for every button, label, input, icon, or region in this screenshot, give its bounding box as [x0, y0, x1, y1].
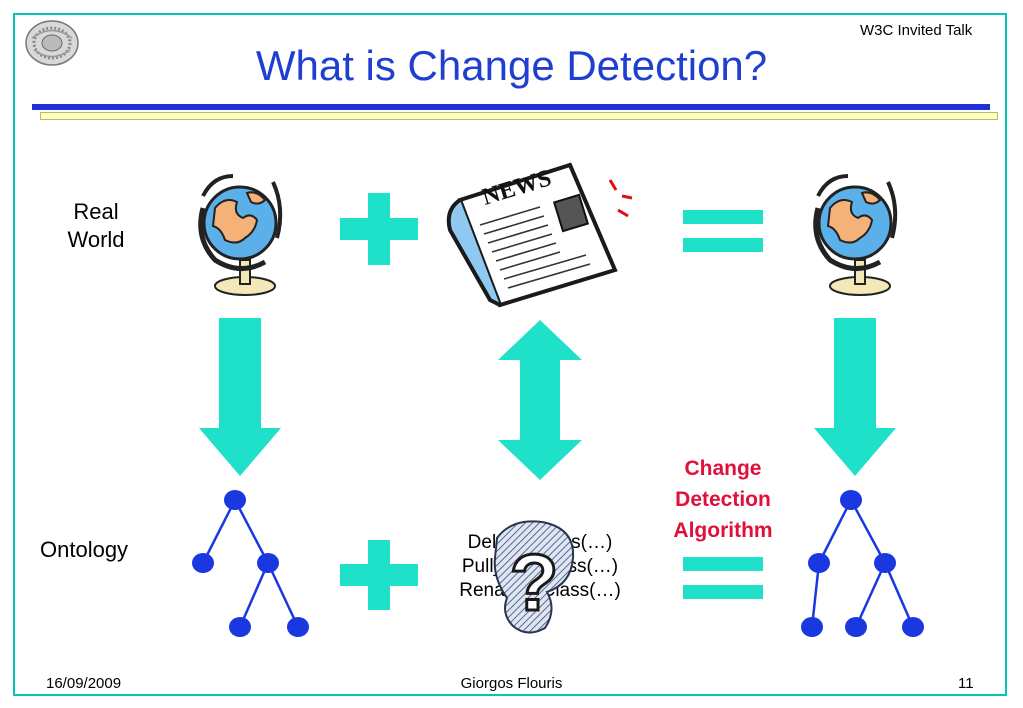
header-tag: W3C Invited Talk [860, 22, 973, 39]
algorithm-label-line2: Detection [675, 488, 771, 511]
algorithm-label-line3: Algorithm [673, 519, 773, 542]
down-arrow-left [199, 318, 281, 476]
real-world-label: Real World [52, 198, 140, 254]
equals-icon [683, 557, 763, 599]
newspaper-icon: NEWS [446, 162, 633, 308]
equals-icon [683, 210, 763, 252]
question-mark-glyph: ? [510, 538, 559, 627]
globe-icon [198, 174, 283, 296]
down-arrow-right [814, 318, 896, 476]
slide-title: What is Change Detection? [255, 42, 768, 89]
real-world-label-line1: Real [73, 199, 119, 224]
title-rule [32, 104, 990, 110]
tree-icon [801, 490, 924, 637]
plus-icon [340, 193, 418, 265]
slide-frame [13, 13, 1007, 696]
logo-icon [25, 20, 79, 66]
ontology-label: Ontology [40, 537, 129, 562]
footer-date: 16/09/2009 [46, 675, 122, 692]
question-mark-icon: ? [493, 520, 575, 634]
bidirectional-arrow [498, 320, 582, 480]
title-rule-shadow [40, 112, 998, 120]
algorithm-label-line1: Change [684, 457, 762, 480]
plus-icon [340, 540, 418, 610]
tree-icon [192, 490, 309, 637]
footer-page-number: 11 [958, 675, 974, 692]
globe-icon [813, 174, 898, 296]
real-world-label-line2: World [67, 227, 125, 252]
algorithm-label: Change Detection Algorithm [652, 453, 794, 546]
footer-author: Giorgos Flouris [460, 675, 563, 692]
